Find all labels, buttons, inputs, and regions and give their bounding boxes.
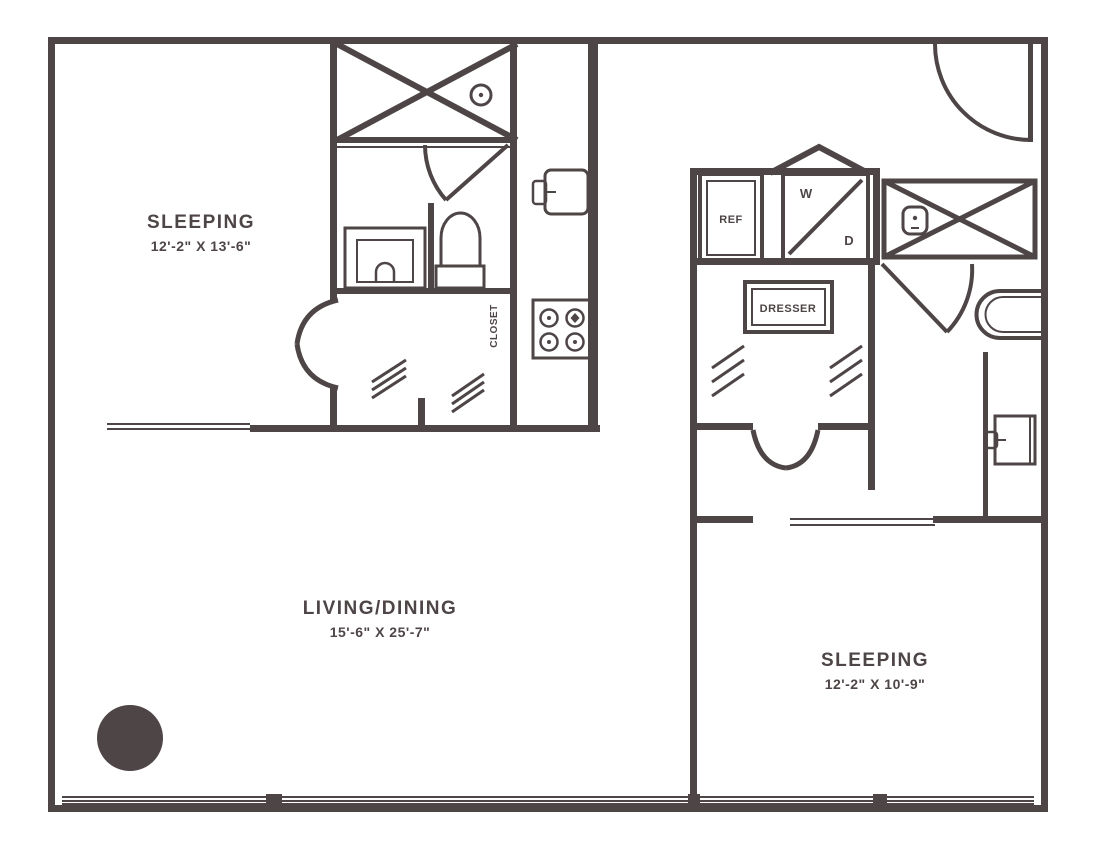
sleeping-1-label: SLEEPING — [147, 212, 255, 233]
sleeping-2-label: SLEEPING — [821, 650, 929, 671]
refrigerator-icon: REF — [698, 172, 764, 264]
closet-1 — [335, 41, 519, 143]
entry-door-swing-arc — [933, 43, 1032, 142]
kitchen — [531, 168, 594, 360]
sliding-door-track — [790, 524, 935, 526]
hanging-rod-marks — [711, 344, 863, 398]
bathtub-icon — [974, 289, 1041, 340]
window-mullion — [266, 794, 282, 812]
dresser-label: DRESSER — [760, 303, 817, 315]
door-swing-arc — [423, 144, 448, 202]
bath-1 — [343, 211, 486, 290]
door-leaf — [444, 143, 510, 202]
sliding-door-track — [107, 428, 250, 430]
dryer-label: D — [844, 233, 853, 248]
sliding-door-track — [107, 423, 250, 425]
toilet-icon — [434, 211, 486, 290]
window-mullion — [873, 794, 887, 812]
door-leaf — [880, 262, 949, 334]
entry-door — [933, 43, 1033, 142]
interior-walls-right — [690, 168, 1041, 812]
vanity-sink-icon — [343, 226, 427, 290]
closet-label: CLOSET — [489, 304, 500, 348]
cooktop-icon — [531, 298, 594, 360]
bath-1-door — [423, 143, 510, 202]
sleeping-2-dimensions: 12'-2" X 10'-9" — [825, 676, 926, 692]
bath-2-door — [880, 262, 975, 334]
closet-2 — [881, 178, 1038, 260]
bath-2-sink-icon — [984, 414, 1037, 466]
chevron-icon — [768, 143, 870, 176]
round-table-icon — [97, 705, 163, 771]
walk-in-closet: DRESSER — [711, 280, 863, 471]
bifold-door-arc — [294, 343, 339, 391]
bifold-door-arc — [294, 297, 339, 345]
washer-label: W — [800, 186, 813, 201]
bath-2 — [974, 289, 1041, 466]
double-door-bow — [750, 429, 821, 471]
sliding-door-track — [790, 518, 935, 520]
hanging-rod-marks — [371, 358, 485, 414]
entry-door-leaf — [1028, 44, 1033, 142]
knob-icon — [901, 205, 929, 236]
dresser-icon: DRESSER — [743, 280, 834, 334]
door-swing-arc — [945, 263, 975, 334]
kitchen-sink-icon — [531, 168, 590, 216]
room-labels: SLEEPING 12'-2" X 13'-6" LIVING/DINING 1… — [147, 212, 929, 692]
living-dining-label: LIVING/DINING — [303, 598, 458, 619]
refrigerator-label: REF — [719, 214, 743, 226]
living-dining-dimensions: 15'-6" X 25'-7" — [330, 624, 431, 640]
knob-icon — [469, 83, 493, 107]
dressing-area: CLOSET — [294, 297, 500, 414]
sleeping-1-dimensions: 12'-2" X 13'-6" — [151, 238, 252, 254]
washer-dryer-icon: W D — [768, 143, 870, 262]
